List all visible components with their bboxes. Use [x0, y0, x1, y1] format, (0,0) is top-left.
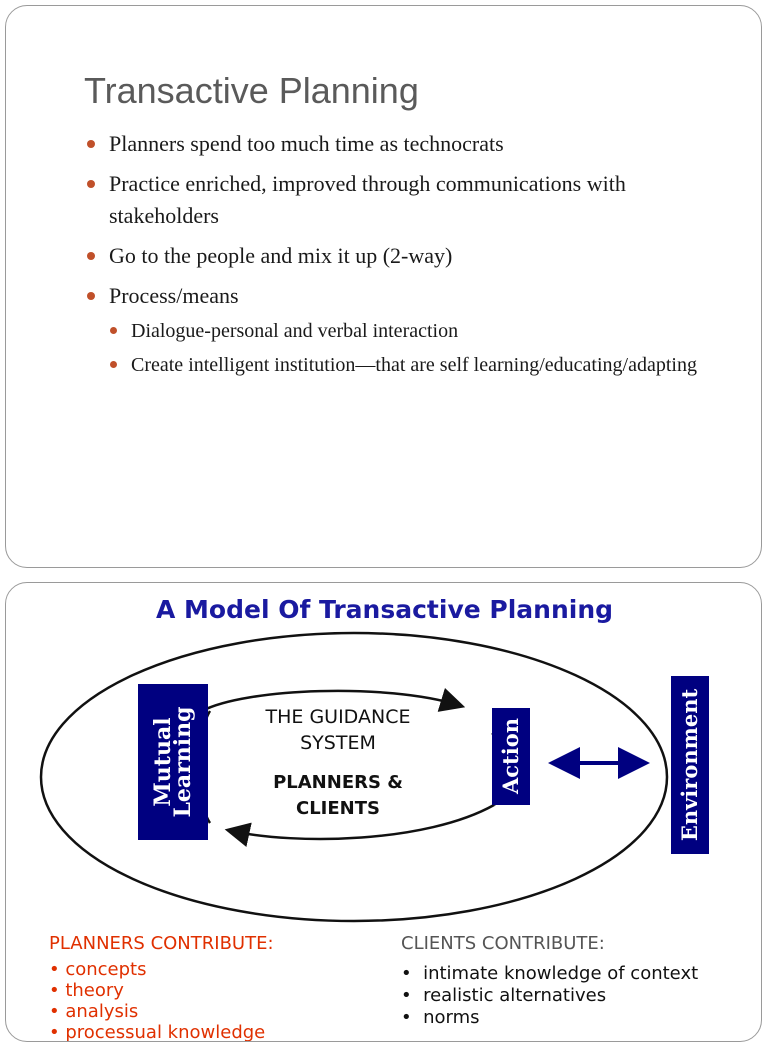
planners-line: PLANNERS & — [273, 772, 403, 793]
list-item: • analysis — [49, 1001, 139, 1022]
bullet-item: Go to the people and mix it up (2-way) — [86, 240, 726, 272]
bullet-item: Process/means Dialogue-personal and verb… — [86, 280, 726, 380]
list-item-text: norms — [423, 1007, 480, 1028]
mutual-learning-label: Mutual Learning — [150, 687, 196, 837]
mutual-learning-box — [138, 684, 208, 840]
planners-contribute-heading: PLANNERS CONTRIBUTE: — [49, 933, 274, 954]
clients-contribute-list: • intimate knowledge of context • realis… — [401, 963, 698, 1029]
list-item: • processual knowledge — [49, 1022, 266, 1042]
slide-title: Transactive Planning — [84, 70, 419, 111]
bullet-item: Practice enriched, improved through comm… — [86, 168, 726, 232]
environment-label: Environment — [677, 688, 702, 842]
action-label: Action — [498, 717, 523, 795]
list-item: • intimate knowledge of context — [401, 963, 699, 984]
model-diagram — [39, 631, 709, 923]
list-item-text: intimate knowledge of context — [423, 963, 699, 984]
slide-transactive-planning: Transactive Planning Planners spend too … — [5, 5, 762, 568]
bullet-list: Planners spend too much time as technocr… — [86, 128, 726, 388]
list-item: • norms — [401, 1007, 480, 1028]
environment-box — [671, 676, 709, 854]
list-item: • realistic alternatives — [401, 985, 607, 1006]
list-item-text: processual knowledge — [65, 1022, 266, 1042]
sub-bullet-item: Create intelligent institution—that are … — [109, 350, 726, 380]
list-item-text: theory — [65, 980, 124, 1001]
action-box — [492, 708, 530, 805]
sub-bullet-item: Dialogue-personal and verbal interaction — [109, 316, 726, 346]
bullet-item-text: Process/means — [109, 283, 239, 308]
outer-ellipse — [39, 631, 669, 923]
list-item-text: analysis — [65, 1001, 139, 1022]
list-item-text: realistic alternatives — [423, 985, 607, 1006]
planners-clients-text: PLANNERS & CLIENTS — [238, 770, 438, 822]
slide-model-diagram: A Model Of Transactive Planning Mutual — [5, 582, 762, 1042]
learning-label-line: Learning — [170, 706, 196, 818]
system-line: SYSTEM — [300, 732, 376, 754]
inner-loop-top-arrow — [201, 687, 466, 713]
list-item-text: concepts — [65, 959, 147, 980]
guidance-system-text: THE GUIDANCE SYSTEM — [238, 704, 438, 756]
guidance-line: THE GUIDANCE — [265, 706, 411, 728]
clients-line: CLIENTS — [296, 798, 380, 819]
clients-contribute-heading: CLIENTS CONTRIBUTE: — [401, 933, 605, 954]
list-item: • theory — [49, 980, 124, 1001]
inner-loop-bottom-arrow — [224, 803, 495, 847]
bullet-item: Planners spend too much time as technocr… — [86, 128, 726, 160]
planners-contribute-list: • concepts • theory • analysis • process… — [49, 959, 266, 1042]
diagram-title: A Model Of Transactive Planning — [155, 595, 614, 624]
list-item: • concepts — [49, 959, 147, 980]
sub-bullet-list: Dialogue-personal and verbal interaction… — [109, 316, 726, 380]
